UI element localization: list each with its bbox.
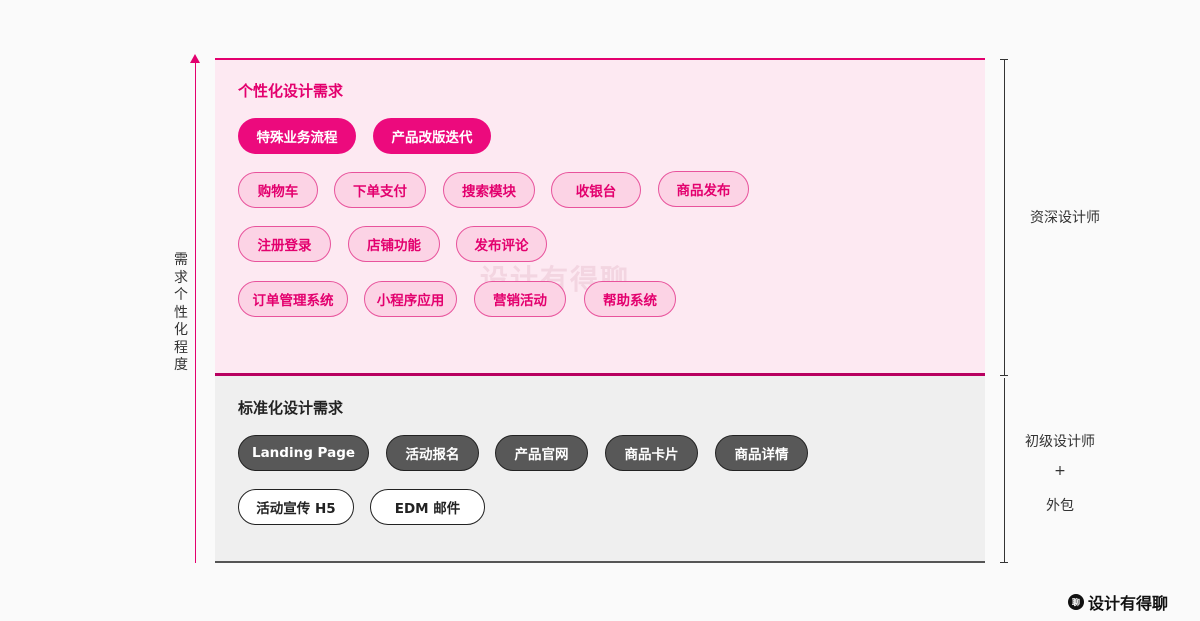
pill-cart: 购物车 (238, 172, 318, 208)
pill-product-card: 商品卡片 (605, 435, 698, 471)
pill-checkout: 下单支付 (334, 172, 426, 208)
senior-designer-label: 资深设计师 (1030, 210, 1100, 226)
standardized-title: 标准化设计需求 (238, 399, 344, 417)
logo-icon: 聊 (1068, 594, 1084, 610)
pill-product-detail: 商品详情 (715, 435, 808, 471)
pill-mini-program: 小程序应用 (364, 281, 457, 317)
personalized-title: 个性化设计需求 (238, 82, 344, 100)
pill-landing-page: Landing Page (238, 435, 369, 471)
pill-help-system: 帮助系统 (584, 281, 676, 317)
pill-order-management: 订单管理系统 (238, 281, 348, 317)
axis-label: 需求个性化程度 (174, 252, 188, 373)
pill-marketing: 营销活动 (474, 281, 566, 317)
plus-sign: + (1054, 463, 1066, 479)
pill-post-review: 发布评论 (456, 226, 547, 262)
pill-cashier: 收银台 (551, 172, 641, 208)
pill-register-login: 注册登录 (238, 226, 331, 262)
outsourcing-label: 外包 (1046, 498, 1074, 514)
pill-event-signup: 活动报名 (386, 435, 479, 471)
pill-product-iteration: 产品改版迭代 (373, 118, 491, 154)
bracket-bottom-line (1004, 378, 1005, 563)
personalized-panel (215, 58, 985, 376)
pill-h5-promo: 活动宣传 H5 (238, 489, 354, 525)
logo-text: 设计有得聊 (1088, 594, 1169, 613)
junior-designer-label: 初级设计师 (1025, 434, 1095, 450)
axis-arrow-head (190, 54, 200, 63)
brand-logo: 聊 设计有得聊 (1068, 590, 1168, 614)
bracket-mid-cap (1000, 375, 1008, 376)
pill-special-flow: 特殊业务流程 (238, 118, 356, 154)
pill-official-site: 产品官网 (495, 435, 588, 471)
pill-product-publish: 商品发布 (658, 171, 749, 207)
pill-search-module: 搜索模块 (443, 172, 535, 208)
pill-store-function: 店铺功能 (348, 226, 440, 262)
bracket-bottom-cap (1000, 562, 1008, 563)
bracket-top-line (1004, 59, 1005, 375)
pill-edm-email: EDM 邮件 (370, 489, 485, 525)
axis-line (195, 60, 196, 563)
